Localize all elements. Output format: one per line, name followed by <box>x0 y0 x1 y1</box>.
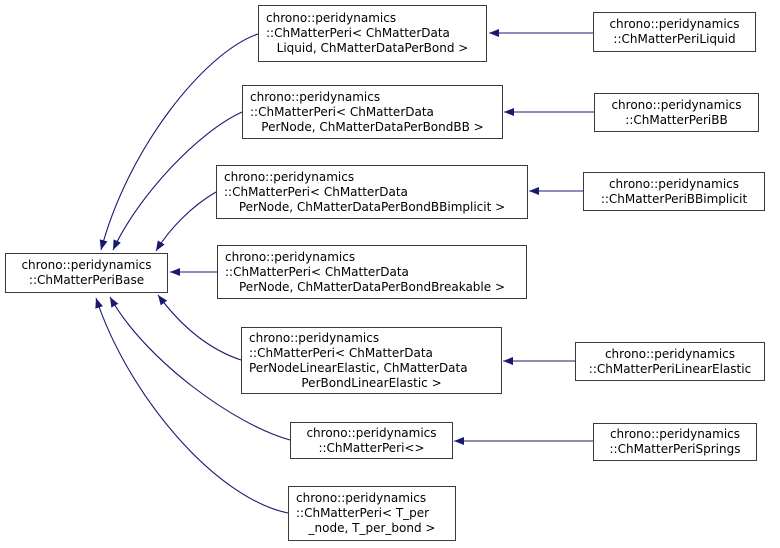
class-name-line: chrono::peridynamics <box>250 89 381 104</box>
class-name-line: chrono::peridynamics <box>249 330 380 345</box>
class-name-line: ::ChMatterPeri< ChMatterData <box>225 264 409 279</box>
class-name-line: ::ChMatterPeri<> <box>318 440 425 455</box>
class-name-line: chrono::peridynamics <box>611 97 742 112</box>
class-name-line: chrono::peridynamics <box>306 425 437 440</box>
edge-tpl-generic-to-base <box>95 297 289 514</box>
class-name-line: chrono::peridynamics <box>609 17 740 31</box>
class-name-line: chrono::peridynamics <box>21 258 152 272</box>
class-name-line: PerNode, ChMatterDataPerBondBB > <box>261 119 484 134</box>
class-name-line: chrono::peridynamics <box>224 169 355 184</box>
class-name-line: ::ChMatterPeri< ChMatterData <box>224 184 408 199</box>
class-node-chmatterperi-bbimplicit-template[interactable]: chrono::peridynamics ::ChMatterPeri< ChM… <box>216 165 528 219</box>
class-name-line: ::ChMatterPeri< ChMatterData <box>249 345 433 360</box>
edge-tpl-bbimplicit-to-base <box>155 191 217 252</box>
class-name-line: Liquid, ChMatterDataPerBond > <box>276 41 469 55</box>
class-node-chmatterperibb[interactable]: chrono::peridynamics ::ChMatterPeriBB <box>594 93 759 132</box>
class-name-line: ::ChMatterPeriBBimplicit <box>600 191 748 206</box>
class-name-line: ::ChMatterPeri< ChMatterData <box>250 104 434 119</box>
class-node-chmatterperi-generic-template[interactable]: chrono::peridynamics ::ChMatterPeri< T_p… <box>288 486 456 541</box>
class-name-line: chrono::peridynamics <box>296 491 427 505</box>
class-node-chmatterperibbimplicit[interactable]: chrono::peridynamics ::ChMatterPeriBBimp… <box>583 172 765 211</box>
class-node-chmatterperiliquid[interactable]: chrono::peridynamics ::ChMatterPeriLiqui… <box>593 12 756 52</box>
class-name-line: ::ChMatterPeriBB <box>625 112 728 127</box>
class-name-line: chrono::peridynamics <box>604 346 736 361</box>
class-node-chmatterperi-breakable-template[interactable]: chrono::peridynamics ::ChMatterPeri< ChM… <box>217 245 527 299</box>
edge-tpl-bb-to-base <box>112 111 243 251</box>
class-name-line: chrono::peridynamics <box>225 249 356 264</box>
class-node-chmatterperi-empty-template[interactable]: chrono::peridynamics ::ChMatterPeri<> <box>290 422 453 459</box>
class-name-line: ::ChMatterPeriBase <box>28 273 145 287</box>
class-name-line: ::ChMatterPeriLiquid <box>613 32 736 46</box>
class-name-line: chrono::peridynamics <box>608 176 740 191</box>
class-name-line: PerNode, ChMatterDataPerBondBreakable > <box>239 279 505 294</box>
class-name-line: ::ChMatterPeri< ChMatterData <box>266 26 450 40</box>
edge-tpl-empty-to-base <box>109 296 291 441</box>
class-name-line: chrono::peridynamics <box>609 427 741 441</box>
edge-tpl-liquid-to-base <box>99 33 259 251</box>
class-name-line: PerNode, ChMatterDataPerBondBBimplicit > <box>238 199 506 214</box>
class-name-line: PerNodeLinearElastic, ChMatterData <box>249 360 468 375</box>
class-name-line: _node, T_per_bond > <box>308 521 436 535</box>
class-name-line: ::ChMatterPeri< T_per <box>296 506 430 520</box>
class-node-chmatterperilinearelastic[interactable]: chrono::peridynamics ::ChMatterPeriLinea… <box>575 342 765 381</box>
class-name-line: ::ChMatterPeriLinearElastic <box>588 361 752 376</box>
class-node-chmatterperi-liquid-template[interactable]: chrono::peridynamics ::ChMatterPeri< ChM… <box>258 5 487 62</box>
class-node-chmatterperibase: chrono::peridynamics ::ChMatterPeriBase <box>5 253 168 293</box>
class-name-line: PerBondLinearElastic > <box>301 375 442 390</box>
class-node-chmatterperisprings[interactable]: chrono::peridynamics ::ChMatterPeriSprin… <box>593 423 757 461</box>
edge-tpl-linearelastic-to-base <box>157 294 242 361</box>
class-name-line: ::ChMatterPeriSprings <box>609 442 741 456</box>
class-name-line: chrono::peridynamics <box>266 11 397 25</box>
class-node-chmatterperi-bb-template[interactable]: chrono::peridynamics ::ChMatterPeri< ChM… <box>242 85 503 139</box>
class-node-chmatterperi-linearelastic-template[interactable]: chrono::peridynamics ::ChMatterPeri< ChM… <box>241 327 502 394</box>
